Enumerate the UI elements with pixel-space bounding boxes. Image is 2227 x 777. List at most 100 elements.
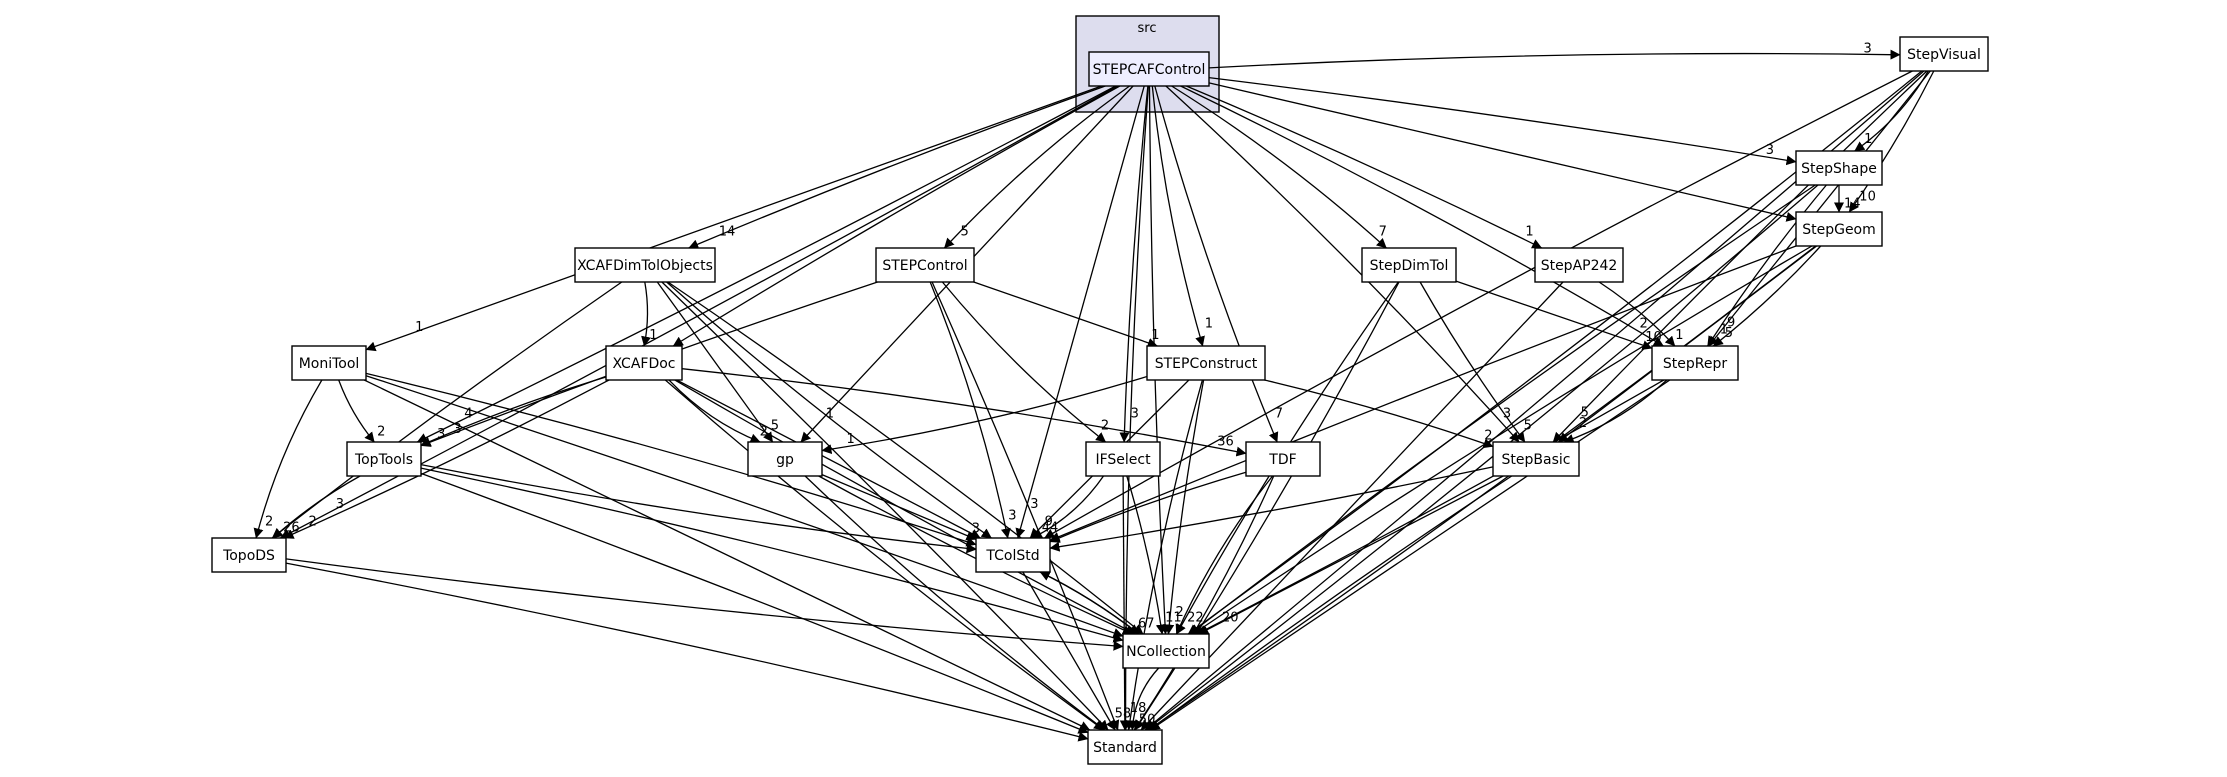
node-STEPConstruct[interactable]: STEPConstruct: [1146, 345, 1266, 381]
edge-label-MoniTool-to-TopoDS: 2: [265, 515, 273, 530]
node-TopTools[interactable]: TopTools: [346, 441, 422, 477]
edge-label-NCollection-to-Standard: 50: [1139, 712, 1156, 727]
edge-StepShape-to-NCollection: [1189, 184, 1816, 635]
node-STEPControl[interactable]: STEPControl: [875, 247, 975, 283]
edge-label-StepVisual-to-StepBasic: 5: [1581, 406, 1589, 421]
edge-STEPControl-to-TColStd: [929, 281, 1011, 539]
node-StepDimTol-label: StepDimTol: [1370, 258, 1449, 274]
edge-label-XCAFDoc-to-gp: 2: [760, 424, 768, 439]
edge-label-TColStd-to-NCollection: 67: [1138, 616, 1155, 631]
edge-StepRepr-to-StepBasic: [1563, 379, 1668, 444]
edge-TopTools-to-TopoDS: [272, 475, 361, 539]
node-XCAFDimTolObjects-label: XCAFDimTolObjects: [577, 258, 713, 274]
edge-label-XCAFDimTolObjects-to-gp: 5: [771, 418, 779, 433]
edge-STEPConstruct-to-NCollection: [1164, 379, 1205, 635]
edge-label-STEPCAFControl-to-StepVisual: 3: [1864, 42, 1872, 57]
edge-StepVisual-to-StepGeom: [1848, 70, 1935, 213]
edge-XCAFDoc-to-TDF: [681, 368, 1247, 457]
edge-label-STEPCAFControl-to-StepRepr: 2: [1640, 316, 1648, 331]
edge-XCAFDimTolObjects-to-TColStd: [666, 281, 992, 539]
node-StepAP242[interactable]: StepAP242: [1534, 247, 1624, 283]
edge-IFSelect-to-NCollection: [1126, 475, 1166, 635]
node-XCAFDimTolObjects-box: [574, 247, 716, 283]
edge-STEPCAFControl-to-StepShape: [1208, 76, 1797, 166]
node-StepVisual[interactable]: StepVisual: [1899, 36, 1989, 72]
edge-STEPCAFControl-to-StepAP242: [1186, 85, 1543, 249]
edge-label-STEPCAFControl-to-StepShape: 3: [1766, 143, 1774, 158]
node-StepGeom-label: StepGeom: [1802, 222, 1876, 238]
edge-NCollection-to-Standard: [1127, 667, 1160, 731]
edge-gp-to-TColStd: [821, 474, 977, 541]
edge-label-STEPCAFControl-to-XCAFDimTolObjects: 14: [719, 224, 736, 239]
edge-TDF-to-NCollection: [1175, 475, 1274, 635]
node-TopoDS[interactable]: TopoDS: [211, 537, 287, 573]
node-IFSelect[interactable]: IFSelect: [1085, 441, 1161, 477]
node-StepAP242-box: [1534, 247, 1624, 283]
node-StepDimTol[interactable]: StepDimTol: [1361, 247, 1457, 283]
node-STEPControl-box: [875, 247, 975, 283]
edge-StepVisual-to-StepBasic: [1552, 70, 1928, 443]
edge-label-StepShape-to-StepRepr: 1: [1720, 322, 1728, 337]
node-StepGeom[interactable]: StepGeom: [1795, 211, 1883, 247]
node-TopoDS-label: TopoDS: [222, 548, 275, 564]
node-MoniTool[interactable]: MoniTool: [291, 345, 367, 381]
edge-StepGeom-to-StepRepr: [1712, 245, 1822, 347]
edge-IFSelect-to-TColStd: [1032, 475, 1105, 539]
edge-label-StepBasic-to-NCollection: 20: [1222, 611, 1239, 626]
edge-STEPConstruct-to-StepBasic: [1264, 379, 1494, 449]
edge-label-STEPCAFControl-to-StepDimTol: 7: [1379, 224, 1387, 239]
edge-StepBasic-to-TColStd: [1049, 466, 1494, 552]
edge-NCollection-to-TColStd: [1039, 571, 1140, 635]
edge-MoniTool-to-NCollection: [365, 375, 1124, 638]
node-StepAP242-label: StepAP242: [1541, 258, 1618, 274]
node-STEPCAFControl[interactable]: STEPCAFControl: [1088, 51, 1210, 87]
node-gp[interactable]: gp: [747, 441, 823, 477]
node-StepShape[interactable]: StepShape: [1795, 150, 1883, 186]
node-NCollection[interactable]: NCollection: [1122, 633, 1210, 669]
edge-STEPCAFControl-to-StepGeom: [1208, 82, 1797, 222]
node-STEPControl-label: STEPControl: [882, 258, 967, 274]
edge-STEPCAFControl-to-XCAFDoc: [672, 85, 1121, 347]
edge-STEPConstruct-to-gp: [821, 375, 1148, 455]
edge-label-IFSelect-to-Standard: 18: [1130, 701, 1147, 716]
edge-label-StepGeom-to-StepRepr: 5: [1725, 326, 1733, 341]
edge-label-gp-to-TColStd: 3: [972, 522, 980, 537]
edge-label-STEPConstruct-to-StepBasic: 2: [1484, 429, 1492, 444]
node-TDF[interactable]: TDF: [1245, 441, 1321, 477]
node-Standard[interactable]: Standard: [1087, 729, 1163, 765]
edge-STEPControl-to-STEPConstruct: [973, 281, 1158, 348]
node-Standard-box: [1087, 729, 1163, 765]
edge-STEPConstruct-to-Standard: [1124, 379, 1204, 731]
edge-STEPCAFControl-to-XCAFDimTolObjects: [688, 85, 1106, 249]
node-XCAFDoc[interactable]: XCAFDoc: [605, 345, 683, 381]
edge-XCAFDimTolObjects-to-NCollection: [667, 281, 1144, 635]
edge-STEPCAFControl-to-TopTools: [416, 85, 1117, 443]
node-TopTools-box: [346, 441, 422, 477]
edge-XCAFDoc-to-TopoDS: [283, 379, 610, 539]
edge-label-STEPCAFControl-to-TColStd: 3: [1030, 497, 1038, 512]
node-NCollection-label: NCollection: [1126, 644, 1206, 660]
edge-StepAP242-to-StepRepr: [1598, 281, 1676, 347]
edge-label-StepDimTol-to-StepRepr: 10: [1645, 330, 1662, 345]
node-STEPConstruct-label: STEPConstruct: [1155, 356, 1258, 372]
edge-StepShape-to-StepRepr: [1707, 184, 1827, 347]
node-StepBasic[interactable]: StepBasic: [1492, 441, 1580, 477]
node-STEPCAFControl-box: [1088, 51, 1210, 87]
node-TColStd[interactable]: TColStd: [975, 537, 1051, 573]
edge-TopoDS-to-Standard: [285, 562, 1089, 742]
edge-MoniTool-to-TopTools: [338, 379, 375, 443]
edge-StepShape-to-Standard: [1145, 184, 1819, 731]
edge-STEPCAFControl-to-StepDimTol: [1171, 85, 1387, 249]
edge-label-STEPControl-to-STEPConstruct: 1: [1151, 328, 1159, 343]
node-XCAFDimTolObjects[interactable]: XCAFDimTolObjects: [574, 247, 716, 283]
edge-MoniTool-to-TColStd: [365, 372, 977, 547]
edge-STEPCAFControl-to-StepRepr: [1180, 85, 1664, 347]
node-StepRepr[interactable]: StepRepr: [1651, 345, 1739, 381]
edge-STEPCAFControl-to-IFSelect: [1119, 85, 1149, 443]
edge-label-XCAFDimTolObjects-to-XCAFDoc: 1: [649, 328, 657, 343]
edge-label-STEPCAFControl-to-StepAP242: 1: [1525, 224, 1533, 239]
edge-label-StepGeom-to-StepBasic: 2: [1579, 416, 1587, 431]
node-gp-label: gp: [776, 452, 794, 468]
edge-StepGeom-to-TColStd: [1049, 245, 1797, 542]
